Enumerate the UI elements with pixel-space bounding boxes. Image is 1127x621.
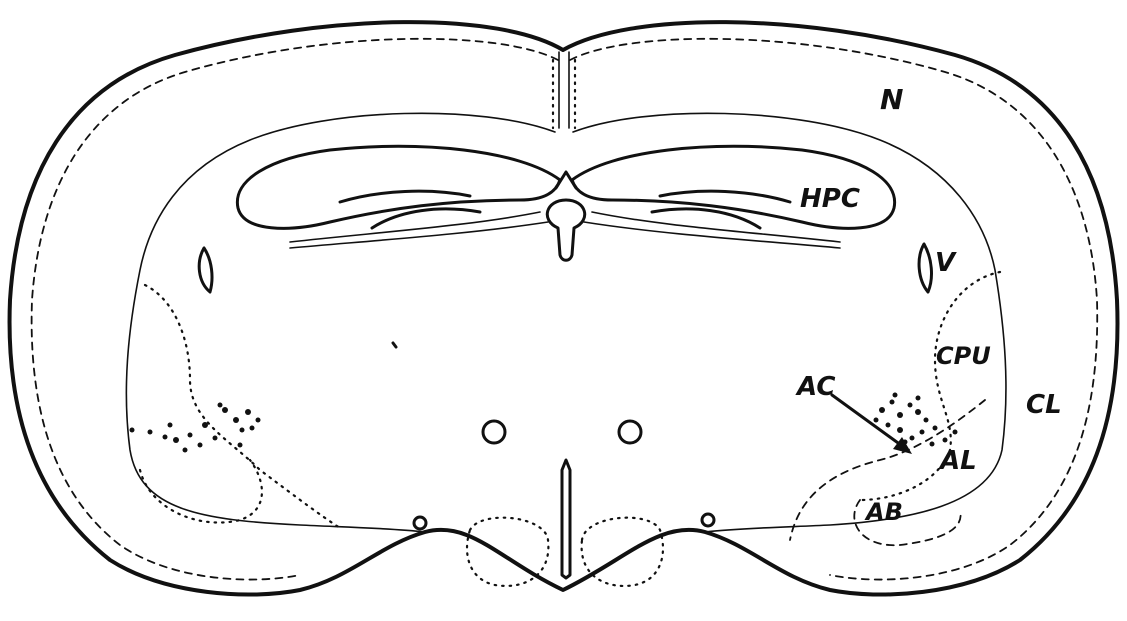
stray-mark (393, 343, 396, 347)
hypothalamic-lobe-left (467, 518, 548, 586)
label-n: N (880, 86, 903, 114)
label-ab: AB (866, 500, 903, 524)
fornix-right (619, 421, 641, 443)
outer-contour (10, 22, 1118, 594)
lateral-ventricle-right (919, 244, 931, 292)
label-hpc: HPC (800, 186, 860, 212)
label-al: AL (940, 448, 977, 474)
label-cl: CL (1026, 392, 1062, 418)
lateral-ventricle-left (199, 248, 212, 292)
label-v: V (935, 250, 955, 276)
hypothalamic-lobe-right (582, 518, 663, 586)
cortical-dashed-border (32, 39, 558, 580)
small-tract-left (414, 517, 426, 529)
fornix-left (483, 421, 505, 443)
labeled-cells-right (874, 393, 958, 447)
white-matter-boundary (126, 113, 555, 532)
hippocampus-inner-right (660, 191, 790, 202)
median-structure (547, 200, 584, 260)
label-ac: AC (797, 374, 835, 400)
small-tract-right (702, 514, 714, 526)
striatum-boundary-left (145, 285, 340, 528)
cortical-dashed-border-right (570, 39, 1097, 580)
label-cpu: CPU (936, 344, 991, 368)
labeled-cells-left (130, 403, 261, 453)
striatum-boundary-right (860, 272, 1000, 500)
ventral-midline (562, 460, 570, 578)
hippocampus-inner-left (340, 191, 470, 202)
